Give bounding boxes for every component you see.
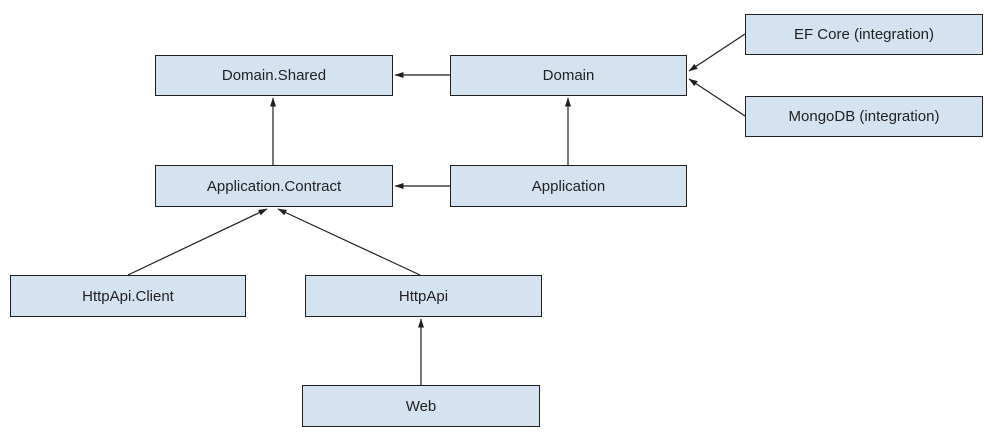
edge-ef-core-to-domain — [688, 33, 746, 72]
node-application-contract: Application.Contract — [155, 165, 393, 207]
edge-httpapi-to-application-contract — [277, 208, 421, 276]
node-web: Web — [302, 385, 540, 427]
node-mongodb-integration: MongoDB (integration) — [745, 96, 983, 137]
node-web-label: Web — [405, 397, 437, 415]
node-httpapi-client-label: HttpApi.Client — [82, 287, 174, 305]
edge-mongodb-to-domain — [688, 78, 746, 117]
node-application-label: Application — [531, 177, 606, 195]
node-domain-shared-label: Domain.Shared — [221, 67, 327, 84]
node-domain-label: Domain — [542, 67, 595, 84]
node-mongodb-integration-label: MongoDB (integration) — [788, 108, 940, 125]
node-httpapi: HttpApi — [305, 275, 542, 317]
node-ef-core-integration-label: EF Core (integration) — [793, 26, 935, 43]
node-httpapi-label: HttpApi — [398, 287, 449, 305]
node-ef-core-integration: EF Core (integration) — [745, 14, 983, 55]
node-application-contract-label: Application.Contract — [206, 177, 342, 195]
node-application: Application — [450, 165, 687, 207]
node-domain-shared: Domain.Shared — [155, 55, 393, 96]
node-httpapi-client: HttpApi.Client — [10, 275, 246, 317]
edge-httpapi-client-to-application-contract — [127, 208, 268, 276]
node-domain: Domain — [450, 55, 687, 96]
